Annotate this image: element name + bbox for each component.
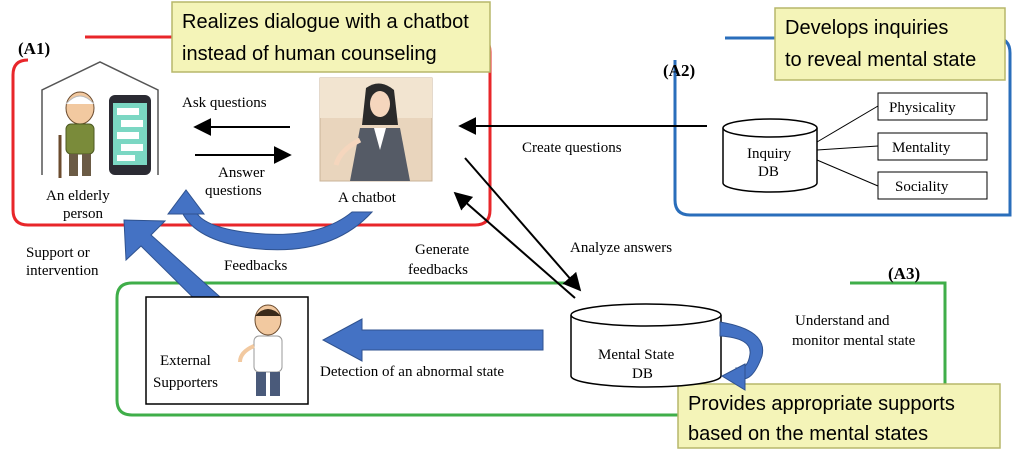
monitor-label-line1: Understand and: [795, 313, 890, 329]
support-label-line2: intervention: [26, 263, 99, 279]
ask-questions-label: Ask questions: [182, 95, 267, 111]
chatbot-avatar-icon: [319, 77, 433, 182]
feedbacks-arrow: [167, 189, 374, 251]
house-outline: [41, 61, 159, 175]
elderly-person-icon: [58, 91, 95, 178]
smartphone-icon: [109, 95, 151, 175]
a1-callout-line2: instead of human counseling: [182, 43, 437, 65]
inquiry-db-label-line2: DB: [758, 164, 779, 180]
create-questions-label: Create questions: [522, 140, 622, 156]
answer-label-line2: questions: [205, 183, 262, 199]
a3-tag: (A3): [888, 264, 920, 283]
link-physicality: [816, 105, 879, 143]
inquiry-db-label-line1: Inquiry: [747, 146, 792, 162]
category-mentality-label: Mentality: [892, 140, 951, 156]
generate-label-line1: Generate: [415, 242, 469, 258]
category-sociality-box: [877, 171, 988, 200]
feedbacks-label: Feedbacks: [224, 258, 287, 274]
a2-callout-line1: Develops inquiries: [785, 17, 948, 39]
a2-callout: [774, 7, 1006, 81]
supporters-label-line1: External: [160, 353, 211, 369]
a3-callout: [677, 383, 1001, 449]
answer-label-line1: Answer: [218, 165, 265, 181]
detection-label: Detection of an abnormal state: [320, 364, 504, 380]
category-mentality-box: [877, 132, 988, 161]
a3-boundary: [115, 281, 947, 417]
a2-tag: (A2): [663, 61, 695, 80]
elderly-label-line2: person: [63, 206, 103, 222]
category-physicality-box: [877, 92, 988, 121]
monitor-label-line2: monitor mental state: [792, 333, 916, 349]
a3-callout-line2: based on the mental states: [688, 423, 928, 445]
a3-callout-line1: Provides appropriate supports: [688, 393, 955, 415]
chatbot-label: A chatbot: [338, 190, 397, 206]
elderly-label-line1: An elderly: [46, 188, 110, 204]
generate-label-line2: feedbacks: [408, 262, 468, 278]
category-sociality-label: Sociality: [895, 179, 949, 195]
support-label-line1: Support or: [26, 245, 90, 261]
link-sociality: [816, 159, 879, 187]
doctor-icon: [238, 304, 283, 396]
a1-callout: [171, 1, 491, 73]
mental-db-label-line2: DB: [632, 366, 653, 382]
detection-arrow: [321, 318, 544, 362]
generate-feedbacks-arrow: [453, 191, 576, 299]
mental-db-label-line1: Mental State: [598, 347, 675, 363]
mental-state-db-cylinder: [570, 303, 722, 388]
a1-tag: (A1): [18, 39, 50, 58]
monitor-loop-arrow: [719, 321, 764, 391]
a1-callout-line1: Realizes dialogue with a chatbot: [182, 11, 469, 33]
inquiry-db-cylinder: [722, 118, 818, 193]
supporters-label-line2: Supporters: [153, 375, 218, 391]
link-mentality: [816, 145, 879, 151]
analyze-answers-label: Analyze answers: [570, 240, 672, 256]
a2-callout-line2: to reveal mental state: [785, 49, 976, 71]
analyze-answers-arrow: [464, 157, 582, 292]
category-physicality-label: Physicality: [889, 100, 956, 116]
